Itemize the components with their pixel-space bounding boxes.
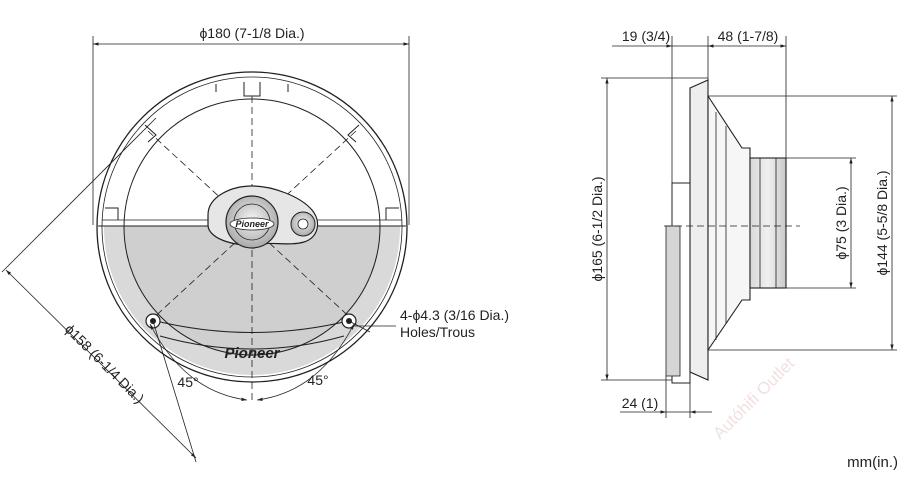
- unit-label: mm(in.): [847, 454, 898, 471]
- front-view: ϕ180 (7-1/8 Dia.) Pioneer: [1, 25, 509, 463]
- mount-dia-dim-line: [5, 269, 197, 459]
- watermark: Autóhifi Outlet: [709, 354, 798, 443]
- mount-dia-ext-top: [1, 117, 157, 273]
- magnet-diameter-label: ϕ75 (3 Dia.): [833, 186, 849, 259]
- grille-section: [665, 225, 681, 377]
- magnet-profile: [749, 157, 787, 289]
- tweeter-badge: [229, 217, 275, 231]
- basket-profile: [707, 94, 751, 352]
- basket-diameter-label: ϕ144 (5-5/8 Dia.): [874, 170, 890, 275]
- tweeter-badge-logo: Pioneer: [235, 219, 269, 229]
- notch-upper-left: [144, 124, 157, 143]
- angle-arc-right: [256, 323, 355, 401]
- bottom-depth-label: 24 (1): [622, 395, 659, 411]
- mount-depth-label: 48 (1-7/8): [718, 28, 779, 44]
- cutout-diameter-label: ϕ165 (6-1/2 Dia.): [589, 176, 605, 281]
- angle-right-label: 45°: [307, 372, 328, 388]
- brand-logo: Pioneer: [224, 345, 280, 362]
- holes-trous-label: Holes/Trous: [400, 324, 475, 340]
- front-rim-profile: [689, 79, 709, 381]
- notch-upper-right: [347, 124, 360, 143]
- side-view: 19 (3/4) 48 (1-7/8) ϕ165 (6-1/2 Dia.) ϕ7…: [589, 28, 897, 418]
- diag-centerline-a: [147, 130, 357, 324]
- angle-left-label: 45°: [177, 374, 198, 390]
- flange-depth-label: 19 (3/4): [622, 28, 670, 44]
- mount-diameter-label: ϕ158 (6-1/4 Dia.): [62, 321, 148, 407]
- outer-diameter-label: ϕ180 (7-1/8 Dia.): [199, 25, 304, 41]
- holes-spec-label: 4-ϕ4.3 (3/16 Dia.): [400, 307, 509, 323]
